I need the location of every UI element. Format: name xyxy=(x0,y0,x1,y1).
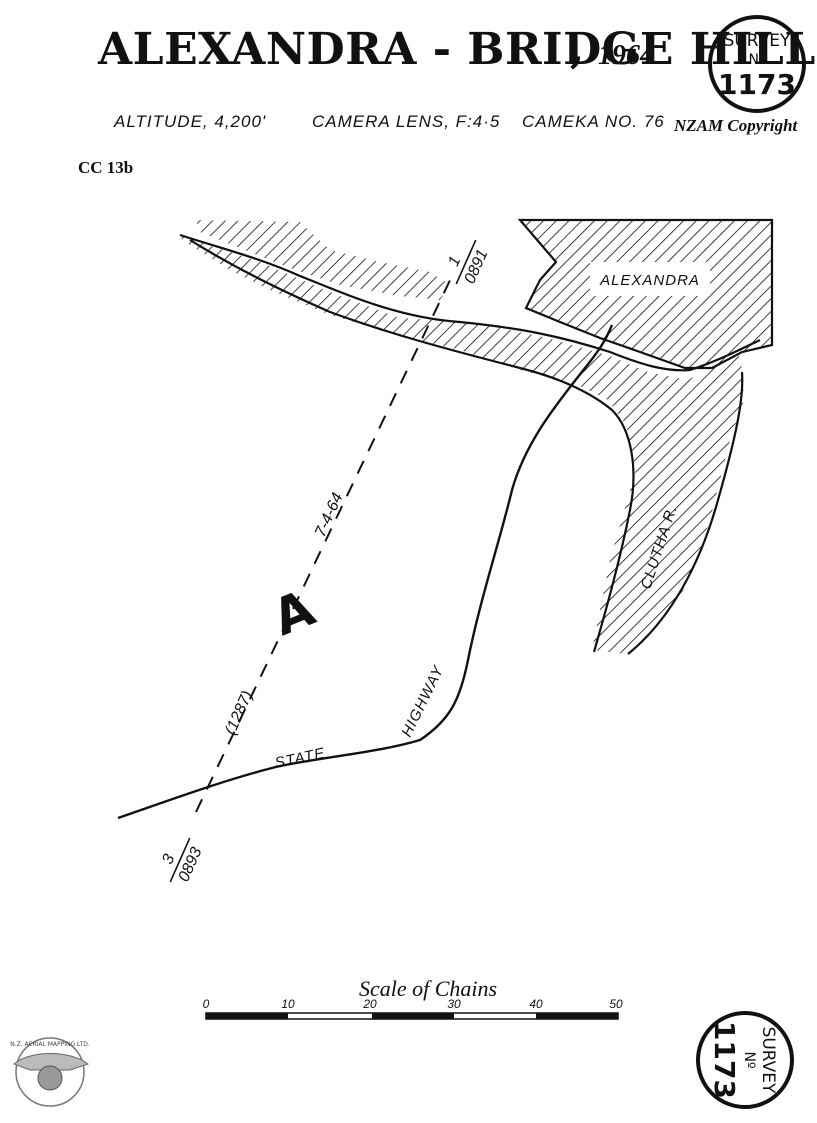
end-frame-top: 3 xyxy=(159,852,178,867)
scale-tick-10: 10 xyxy=(281,997,295,1011)
clutha-river: CLUTHA R. xyxy=(179,220,761,655)
altitude-label: ALTITUDE, 4,200' xyxy=(114,112,267,131)
title-comma: , xyxy=(570,26,584,73)
road-label-highway: HIGHWAY xyxy=(398,663,447,740)
badge-bottom-number: 1173 xyxy=(708,1021,741,1099)
run-reference: (1287) xyxy=(222,688,256,737)
scale-tick-50: 50 xyxy=(609,997,623,1011)
start-frame-label: 1 0891 xyxy=(445,239,492,286)
scale-tick-20: 20 xyxy=(362,997,377,1011)
scale-tick-30: 30 xyxy=(447,997,461,1011)
badge-bottom-line1: SURVEY xyxy=(758,1027,778,1094)
camera-lens-label: CAMERA LENS, F:4·5 xyxy=(312,112,501,131)
run-date: 7-4-64 xyxy=(312,490,346,539)
badge-bottom-line2: Nº xyxy=(741,1051,757,1068)
run-letter: A xyxy=(265,579,323,647)
camera-number-label: CAMEKA NO. 76 xyxy=(522,112,665,131)
scale-bar: Scale of Chains 0 10 20 30 40 50 xyxy=(203,976,623,1020)
company-logo: N.Z. AERIAL MAPPING LTD. xyxy=(10,1037,90,1107)
logo-emblem-icon xyxy=(37,1065,63,1091)
title-year: 1964 xyxy=(598,40,654,71)
state-highway: STATE HIGHWAY xyxy=(117,324,614,820)
town-area: ALEXANDRA xyxy=(517,218,774,370)
road-label-state: STATE xyxy=(273,745,327,772)
town-label: ALEXANDRA xyxy=(599,272,700,289)
end-frame-label: 3 0893 xyxy=(159,837,206,885)
logo-text: N.Z. AERIAL MAPPING LTD. xyxy=(10,1041,90,1048)
copyright-label: NZAM Copyright xyxy=(674,116,798,135)
survey-badge-bottom: SURVEY Nº 1173 xyxy=(696,1011,794,1109)
scale-tick-40: 40 xyxy=(529,997,543,1011)
badge-top-number: 1173 xyxy=(718,68,796,101)
scale-title: Scale of Chains xyxy=(359,976,497,1001)
start-frame-top: 1 xyxy=(445,254,464,269)
start-frame-bottom: 0891 xyxy=(462,247,492,286)
scale-tick-0: 0 xyxy=(203,997,210,1011)
end-frame-bottom: 0893 xyxy=(176,845,206,885)
badge-top-line2: Nº xyxy=(748,52,765,68)
badge-top-line1: SURVEY xyxy=(724,31,791,51)
map-title: ALEXANDRA - BRIDGE HILL xyxy=(98,24,816,75)
sheet-reference: CC 13b xyxy=(78,158,134,177)
survey-badge-top: SURVEY Nº 1173 xyxy=(708,15,806,113)
